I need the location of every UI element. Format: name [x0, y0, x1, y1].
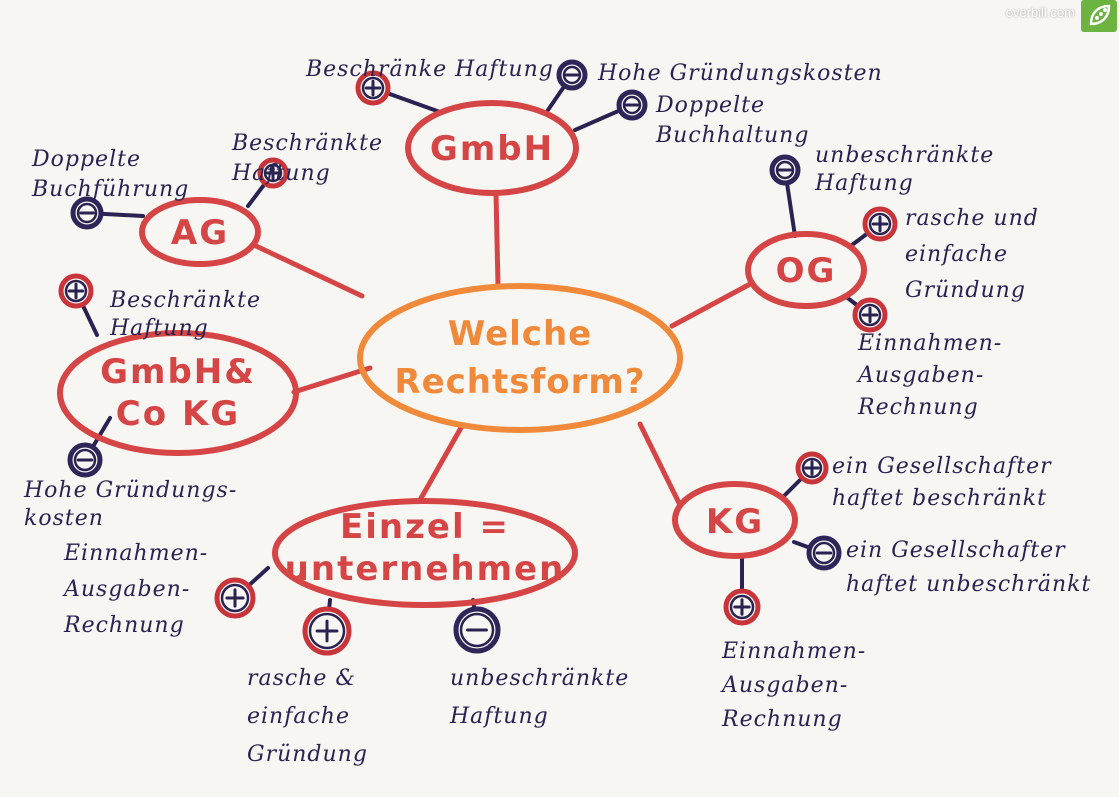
node-gmbh	[405, 100, 579, 196]
plus-icon-inner	[64, 279, 88, 303]
plus-icon-inner	[308, 612, 346, 650]
item-label-einzelunternehmen: Einnahmen-	[63, 541, 208, 566]
plus-icon	[723, 588, 761, 626]
item-label-einzelunternehmen: Haftung	[449, 704, 549, 729]
item-label-og: Rechnung	[857, 395, 979, 420]
leaf-logo-icon	[1081, 0, 1117, 32]
minus-icon-inner	[775, 160, 795, 180]
connector-einzelunternehmen	[417, 423, 465, 503]
item-label-kg: ein Gesellschafter	[846, 538, 1066, 563]
plus-icon	[862, 206, 898, 242]
minus-icon-inner	[459, 612, 495, 648]
item-label-einzelunternehmen: einfache	[247, 704, 350, 729]
item-label-og: Haftung	[814, 171, 914, 196]
plus-icon-inner	[361, 76, 385, 100]
item-label-og: Ausgaben-	[856, 363, 984, 388]
item-label-gmbh: Doppelte	[655, 93, 765, 118]
node-ag-label: AG	[171, 213, 229, 253]
minus-icon-inner	[76, 202, 98, 224]
plus-icon	[355, 70, 391, 106]
node-kg	[672, 481, 798, 559]
node-gmbh-label: GmbH	[430, 129, 554, 169]
node-gmbh-co-kg	[57, 330, 299, 456]
connector-gmbh-co-kg	[291, 365, 373, 395]
item-label-ag: Beschränkte	[231, 131, 383, 156]
node-og-label: OG	[776, 251, 837, 291]
plus-icon-inner	[220, 583, 250, 613]
plus-icon	[58, 273, 94, 309]
node-ag	[139, 197, 261, 267]
connector-og	[669, 280, 755, 329]
center-node	[357, 283, 683, 433]
item-label-kg: haftet beschränkt	[832, 486, 1047, 511]
item-label-gmbh-co-kg: Hohe Gründungs-	[23, 478, 237, 503]
item-label-kg: Einnahmen-	[721, 639, 866, 664]
item-label-ag: Buchführung	[31, 177, 189, 202]
plus-icon	[852, 297, 888, 333]
item-label-kg: Rechnung	[721, 707, 843, 732]
plus-icon	[795, 451, 829, 485]
plus-icon	[257, 157, 289, 189]
plus-icon-inner	[801, 457, 823, 479]
plus-icon-inner	[729, 594, 755, 620]
minus-icon	[616, 89, 648, 121]
minus-icon-inner	[562, 65, 582, 85]
minus-icon-inner	[73, 448, 97, 472]
node-og	[745, 231, 867, 309]
item-label-gmbh: Beschränke Haftung	[305, 57, 554, 82]
item-label-gmbh-co-kg: Beschränkte	[109, 288, 261, 313]
node-gmbh-co-kg-label: GmbH&	[100, 352, 256, 392]
item-label-einzelunternehmen: rasche &	[247, 666, 356, 691]
item-label-og: Einnahmen-	[857, 331, 1002, 356]
item-label-kg: ein Gesellschafter	[832, 454, 1052, 479]
minus-icon-inner	[812, 541, 836, 565]
connector-kg	[637, 421, 683, 508]
connector-gmbh	[493, 190, 501, 289]
item-label-og: unbeschränkte	[815, 143, 994, 168]
node-kg-label: KG	[706, 502, 764, 542]
node-gmbh-co-kg-label: Co KG	[116, 394, 240, 434]
minus-icon	[453, 606, 501, 654]
item-label-gmbh-co-kg: Haftung	[109, 316, 209, 341]
center-node-label: Welche	[448, 314, 592, 354]
item-label-einzelunternehmen: unbeschränkte	[450, 666, 629, 691]
minus-icon-inner	[622, 95, 642, 115]
item-label-gmbh: Buchhaltung	[655, 123, 809, 148]
item-label-gmbh: Hohe Gründungskosten	[597, 61, 883, 86]
item-label-og: einfache	[905, 242, 1008, 267]
center-node-label: Rechtsform?	[394, 362, 645, 402]
item-label-ag: Haftung	[231, 161, 331, 186]
node-einzelunternehmen	[272, 498, 578, 608]
item-label-og: rasche und	[905, 206, 1039, 231]
plus-icon-inner	[868, 212, 892, 236]
shapes	[57, 59, 898, 656]
node-einzelunternehmen-label: Einzel =	[340, 507, 510, 547]
item-label-kg: haftet unbeschränkt	[846, 572, 1091, 597]
minus-icon	[556, 59, 588, 91]
plus-icon-inner	[858, 303, 882, 327]
minus-icon	[769, 154, 801, 186]
plus-icon-inner	[263, 163, 283, 183]
node-einzelunternehmen-label: unternehmen	[285, 549, 566, 589]
brand-name: everbill.com	[1005, 5, 1075, 20]
minus-icon	[806, 535, 842, 571]
item-label-kg: Ausgaben-	[720, 673, 848, 698]
item-label-og: Gründung	[905, 278, 1026, 303]
item-label-einzelunternehmen: Gründung	[247, 742, 368, 767]
item-label-einzelunternehmen: Rechnung	[63, 613, 185, 638]
plus-icon	[302, 606, 352, 656]
item-label-einzelunternehmen: Ausgaben-	[62, 577, 190, 602]
item-label-ag: Doppelte	[31, 147, 141, 172]
minus-icon	[67, 442, 103, 478]
item-label-gmbh-co-kg: kosten	[24, 506, 104, 531]
minus-icon	[70, 196, 104, 230]
connector-ag	[253, 243, 365, 299]
plus-icon	[214, 577, 256, 619]
